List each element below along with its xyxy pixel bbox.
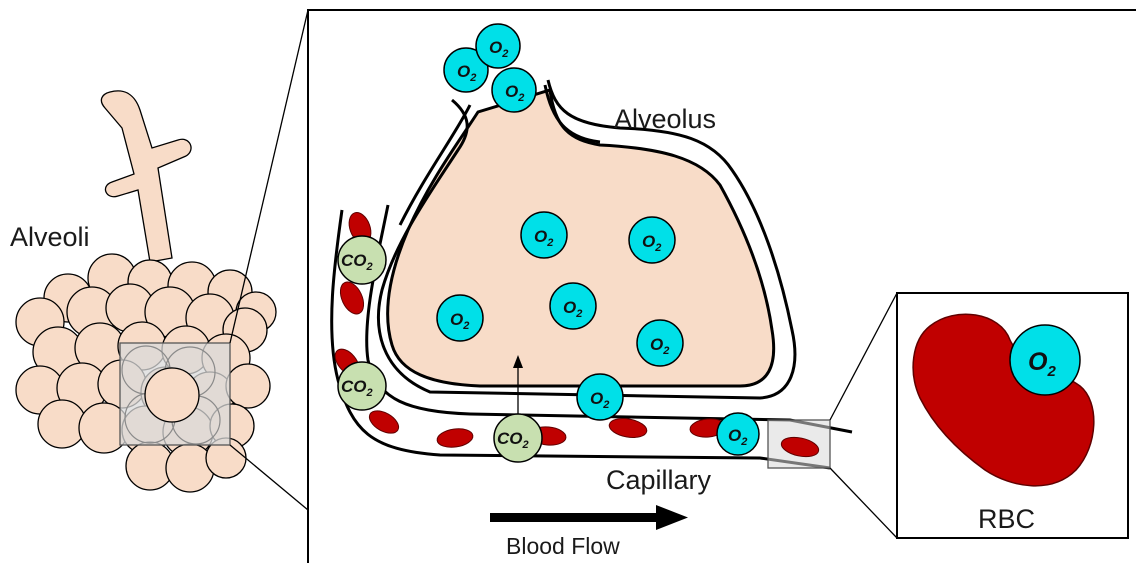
- o2-molecule: O2: [717, 413, 759, 455]
- rbc: [436, 427, 474, 450]
- zoom-line-top: [230, 10, 308, 343]
- blood-flow-arrow: [490, 505, 688, 530]
- highlighted-alveolus: [145, 368, 199, 422]
- o2-molecule: O2: [637, 320, 683, 366]
- co2-molecule: CO2: [338, 236, 386, 284]
- o2-molecule-bound: O2: [1010, 325, 1080, 395]
- capillary-label: Capillary: [606, 465, 712, 495]
- rbc-label: RBC: [978, 504, 1035, 534]
- o2-molecule: O2: [629, 217, 675, 263]
- o2-molecule: O2: [476, 24, 520, 68]
- zoom-line-bottom: [230, 445, 308, 510]
- rbc: [366, 406, 403, 438]
- bronchiole: [101, 91, 191, 262]
- o2-molecule: O2: [492, 68, 536, 112]
- blood-flow-label: Blood Flow: [506, 533, 620, 559]
- o2-molecule: O2: [577, 374, 623, 420]
- alveolus-sac: [388, 90, 774, 386]
- co2-molecule: CO2: [338, 362, 386, 410]
- rbc: [608, 416, 649, 440]
- o2-molecule: O2: [521, 212, 567, 258]
- o2-molecule: O2: [550, 283, 596, 329]
- alveolus-label: Alveolus: [614, 104, 716, 134]
- o2-molecule: O2: [437, 295, 483, 341]
- co2-molecule: CO2: [494, 414, 542, 462]
- alveoli-label: Alveoli: [10, 222, 90, 252]
